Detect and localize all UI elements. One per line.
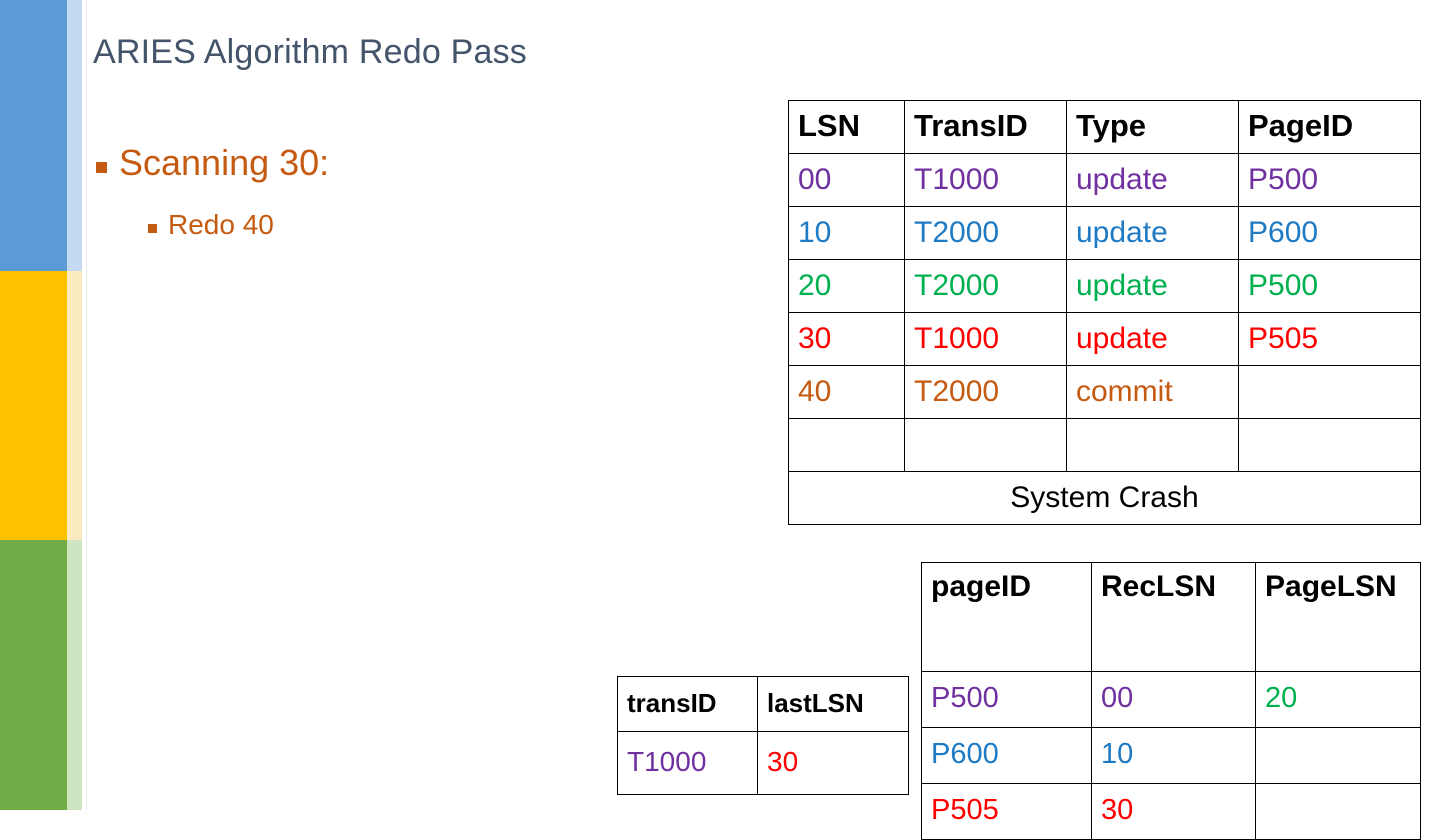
log-cell-pageid xyxy=(1238,418,1421,472)
table-header-row: pageID RecLSN PageLSN xyxy=(921,562,1421,672)
table-row-system-crash: System Crash xyxy=(788,471,1421,525)
dpt-cell-pagelsn xyxy=(1255,783,1421,840)
table-row: T1000 30 xyxy=(617,731,909,795)
table-row: 30 T1000 update P505 xyxy=(788,312,1421,366)
dpt-cell-reclsn: 10 xyxy=(1091,727,1256,784)
dpt-cell-pageid: P600 xyxy=(921,727,1092,784)
dpt-cell-reclsn: 00 xyxy=(1091,671,1256,728)
bullet-square-icon xyxy=(148,224,157,233)
table-row: 10 T2000 update P600 xyxy=(788,206,1421,260)
system-crash-label: System Crash xyxy=(788,471,1421,525)
table-header-row: LSN TransID Type PageID xyxy=(788,100,1421,154)
log-cell-lsn: 10 xyxy=(788,206,905,260)
dpt-cell-pagelsn: 20 xyxy=(1255,671,1421,728)
log-cell-transid: T1000 xyxy=(904,312,1067,366)
table-header-row: transID lastLSN xyxy=(617,676,909,732)
decor-hairline xyxy=(86,0,87,810)
log-cell-pageid: P600 xyxy=(1238,206,1421,260)
log-cell-type xyxy=(1066,418,1239,472)
log-cell-transid: T2000 xyxy=(904,365,1067,419)
slide-decoration-bar xyxy=(0,0,87,810)
log-cell-type: commit xyxy=(1066,365,1239,419)
log-cell-transid: T2000 xyxy=(904,259,1067,313)
log-cell-lsn: 30 xyxy=(788,312,905,366)
bullet-level1-label: Scanning 30: xyxy=(119,142,330,183)
log-cell-lsn: 20 xyxy=(788,259,905,313)
transaction-table: transID lastLSN T1000 30 xyxy=(617,676,909,795)
bullet-level2: Redo 40 xyxy=(148,209,274,241)
log-header-transid: TransID xyxy=(904,100,1067,154)
table-row: 00 T1000 update P500 xyxy=(788,153,1421,207)
page-title: ARIES Algorithm Redo Pass xyxy=(93,33,527,71)
bullet-level2-label: Redo 40 xyxy=(168,209,274,240)
trans-header-transid: transID xyxy=(617,676,758,732)
bullet-level1: Scanning 30: xyxy=(96,142,329,183)
decor-band-blue-tint xyxy=(67,0,82,271)
table-row: 40 T2000 commit xyxy=(788,365,1421,419)
decor-band-green-tint xyxy=(67,540,82,810)
table-row-empty xyxy=(788,418,1421,472)
dpt-cell-pageid: P500 xyxy=(921,671,1092,728)
log-cell-transid: T1000 xyxy=(904,153,1067,207)
trans-cell-lastlsn: 30 xyxy=(757,731,909,795)
log-cell-pageid xyxy=(1238,365,1421,419)
log-table: LSN TransID Type PageID 00 T1000 update … xyxy=(788,100,1421,525)
decor-band-gold xyxy=(0,271,67,540)
decor-band-gold-tint xyxy=(67,271,82,540)
log-cell-transid xyxy=(904,418,1067,472)
log-header-pageid: PageID xyxy=(1238,100,1421,154)
log-cell-pageid: P500 xyxy=(1238,153,1421,207)
log-header-type: Type xyxy=(1066,100,1239,154)
log-cell-type: update xyxy=(1066,153,1239,207)
log-cell-pageid: P505 xyxy=(1238,312,1421,366)
log-cell-type: update xyxy=(1066,259,1239,313)
decor-band-green xyxy=(0,540,67,810)
log-cell-lsn: 00 xyxy=(788,153,905,207)
log-cell-transid: T2000 xyxy=(904,206,1067,260)
dpt-cell-reclsn: 30 xyxy=(1091,783,1256,840)
table-row: P600 10 xyxy=(921,727,1421,784)
dpt-cell-pageid: P505 xyxy=(921,783,1092,840)
dpt-header-pageid: pageID xyxy=(921,562,1092,672)
log-cell-pageid: P500 xyxy=(1238,259,1421,313)
log-cell-type: update xyxy=(1066,312,1239,366)
table-row: P505 30 xyxy=(921,783,1421,840)
decor-band-blue xyxy=(0,0,67,271)
table-row: 20 T2000 update P500 xyxy=(788,259,1421,313)
dpt-header-pagelsn: PageLSN xyxy=(1255,562,1421,672)
table-row: P500 00 20 xyxy=(921,671,1421,728)
trans-cell-transid: T1000 xyxy=(617,731,758,795)
log-cell-lsn xyxy=(788,418,905,472)
log-cell-lsn: 40 xyxy=(788,365,905,419)
trans-header-lastlsn: lastLSN xyxy=(757,676,909,732)
log-header-lsn: LSN xyxy=(788,100,905,154)
dirty-page-table: pageID RecLSN PageLSN P500 00 20 P600 10… xyxy=(921,562,1421,840)
dpt-header-reclsn: RecLSN xyxy=(1091,562,1256,672)
dpt-cell-pagelsn xyxy=(1255,727,1421,784)
bullet-square-icon xyxy=(96,162,107,173)
log-cell-type: update xyxy=(1066,206,1239,260)
